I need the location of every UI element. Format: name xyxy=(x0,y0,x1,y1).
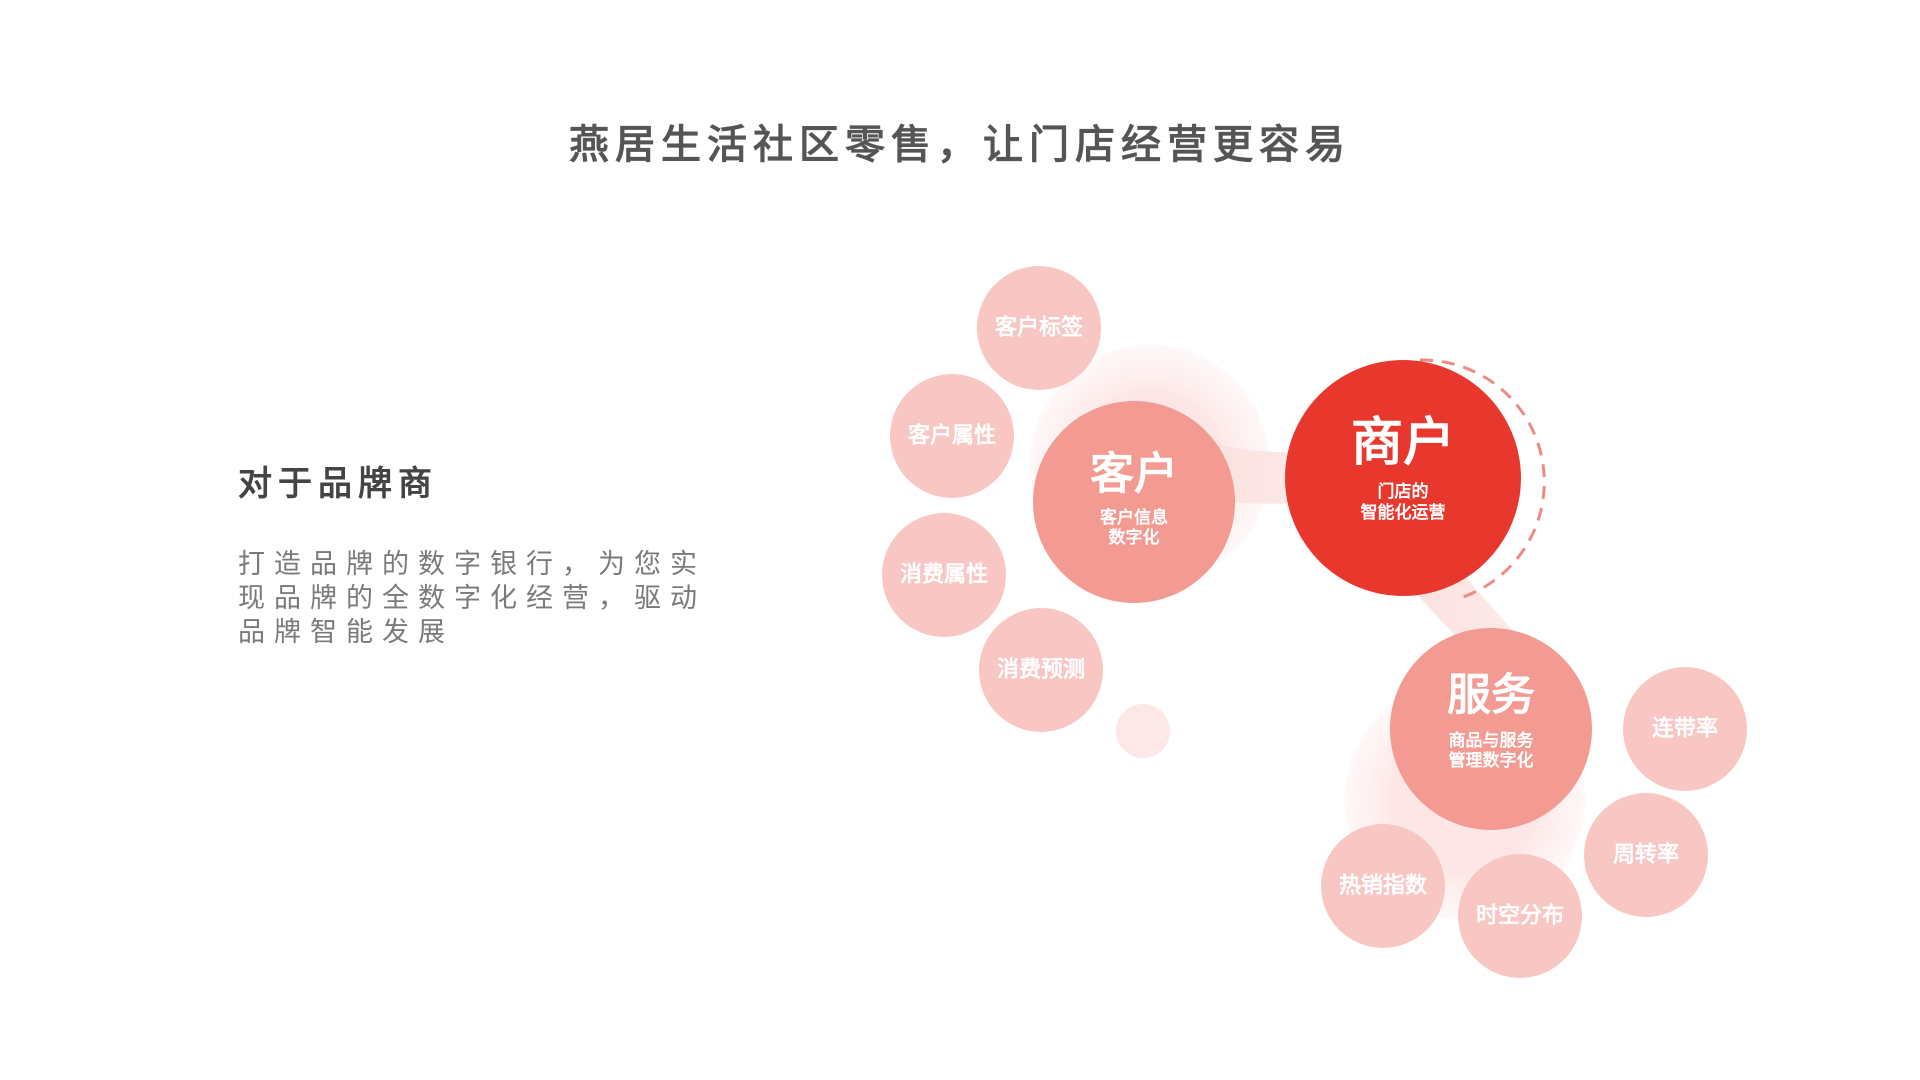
customer-hub[interactable]: 客户 客户信息 数字化 xyxy=(1033,401,1235,603)
service-hub-line1: 商品与服务 xyxy=(1449,730,1535,751)
page-title: 燕居生活社区零售，让门店经营更容易 xyxy=(569,122,1351,168)
decorative-dot xyxy=(1116,704,1170,758)
section-heading: 对于品牌商 xyxy=(238,464,438,504)
customer-hub-title: 客户 xyxy=(1090,449,1178,500)
merchant-dashed-ring xyxy=(1419,358,1546,600)
service-item-attach-rate[interactable]: 连带率 xyxy=(1623,667,1747,791)
service-item-label: 连带率 xyxy=(1652,716,1718,742)
section-description: 打造品牌的数字银行，为您实现品牌的全数字化经营，驱动品牌智能发展 xyxy=(238,549,706,648)
service-item-label: 热销指数 xyxy=(1339,873,1428,899)
merchant-hub-line2: 智能化运营 xyxy=(1361,502,1446,523)
customer-item-attributes[interactable]: 客户属性 xyxy=(890,374,1014,498)
customer-item-label: 客户标签 xyxy=(995,315,1084,341)
merchant-hub-line1: 门店的 xyxy=(1378,481,1429,502)
service-item-label: 周转率 xyxy=(1613,842,1679,868)
service-item-label: 时空分布 xyxy=(1476,903,1564,929)
service-item-turnover-rate[interactable]: 周转率 xyxy=(1584,793,1708,917)
customer-item-label: 客户属性 xyxy=(908,423,996,449)
customer-item-tags[interactable]: 客户标签 xyxy=(977,266,1101,390)
service-item-spatiotemporal[interactable]: 时空分布 xyxy=(1458,854,1582,978)
customer-item-label: 消费预测 xyxy=(997,658,1085,683)
service-item-hot-sales-index[interactable]: 热销指数 xyxy=(1321,824,1445,948)
customer-item-label: 消费属性 xyxy=(900,563,988,588)
customer-item-consumption-forecast[interactable]: 消费预测 xyxy=(979,608,1103,732)
customer-hub-line1: 客户信息 xyxy=(1099,507,1168,528)
customer-hub-line2: 数字化 xyxy=(1109,527,1160,548)
customer-item-consumption-attributes[interactable]: 消费属性 xyxy=(882,513,1006,637)
service-hub-line2: 管理数字化 xyxy=(1449,750,1534,771)
merchant-hub[interactable]: 商户 门店的 智能化运营 xyxy=(1285,360,1521,596)
merchant-hub-title: 商户 xyxy=(1351,413,1455,473)
service-hub[interactable]: 服务 商品与服务 管理数字化 xyxy=(1390,628,1592,830)
service-hub-title: 服务 xyxy=(1447,670,1535,721)
